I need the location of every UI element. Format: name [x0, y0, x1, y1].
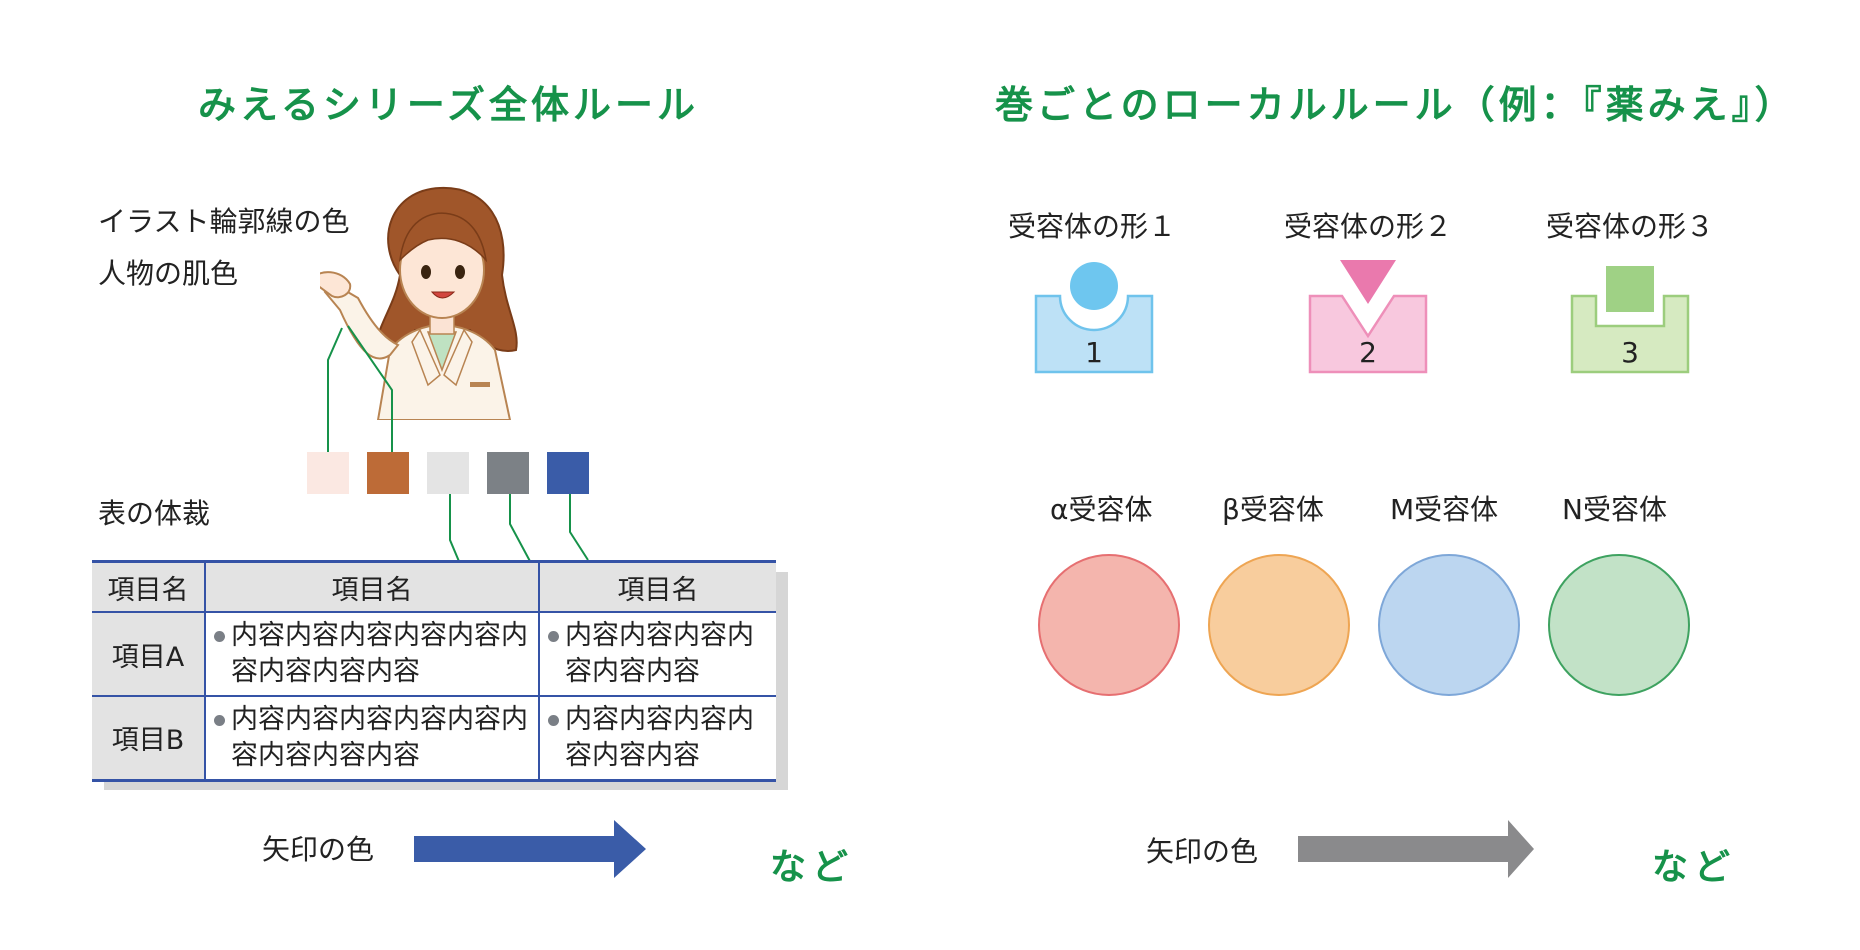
receptor-type-label-beta: β受容体	[1222, 493, 1324, 526]
alpha-receptor-circle	[1038, 554, 1180, 696]
swatch-gray	[487, 452, 529, 494]
receptor-shape-3	[1570, 266, 1690, 374]
receptor-number-3: 3	[1621, 336, 1639, 369]
table-cell: 内容内容内容内容内容内容内容内容内容	[205, 611, 540, 697]
receptor-shape-1	[1034, 262, 1154, 374]
receptor-shape-label-3: 受容体の形３	[1546, 210, 1715, 243]
right-heading: 巻ごとのローカルルール（例：『薬みえ』）	[995, 83, 1797, 127]
receptor-shape-label-1: 受容体の形１	[1008, 210, 1177, 243]
swatch-brown	[367, 452, 409, 494]
table-header: 項目名	[92, 560, 206, 613]
bullet-icon	[548, 714, 559, 726]
cell-text: 内容内容内容内容内容内容	[565, 620, 754, 687]
table-row: 項目A 内容内容内容内容内容内容内容内容内容 内容内容内容内容内容内容	[92, 611, 776, 697]
table-cell: 内容内容内容内容内容内容	[539, 611, 776, 697]
beta-receptor-circle	[1208, 554, 1350, 696]
spec-table: 項目名 項目名 項目名 項目A 内容内容内容内容内容内容内容内容内容 内容内容内…	[92, 560, 776, 782]
bullet-icon	[214, 714, 225, 726]
table-cell: 内容内容内容内容内容内容内容内容内容	[205, 695, 540, 781]
receptor-number-2: 2	[1359, 336, 1377, 369]
row-head: 項目B	[92, 695, 206, 781]
receptor-type-label-n: N受容体	[1562, 493, 1667, 526]
receptor-shape-2	[1308, 260, 1428, 374]
table-header: 項目名	[205, 560, 540, 613]
cell-text: 内容内容内容内容内容内容内容内容内容	[231, 703, 528, 771]
table-header-row: 項目名 項目名 項目名	[92, 560, 776, 613]
receptor-type-label-alpha: α受容体	[1050, 493, 1153, 526]
swatch-blue	[547, 452, 589, 494]
skin-color-label: 人物の肌色	[98, 257, 239, 290]
blue-arrow-icon	[414, 820, 646, 878]
gray-arrow-icon	[1298, 820, 1534, 878]
cell-text: 内容内容内容内容内容内容	[565, 703, 754, 771]
bullet-icon	[548, 631, 559, 642]
bullet-icon	[214, 631, 225, 642]
left-heading: みえるシリーズ全体ルール	[198, 83, 699, 127]
receptor-type-label-m: M受容体	[1390, 493, 1499, 526]
outline-color-label: イラスト輪郭線の色	[98, 205, 350, 238]
table-header: 項目名	[539, 560, 776, 613]
arrow-color-label-right: 矢印の色	[1146, 835, 1259, 868]
receptor-shape-label-2: 受容体の形２	[1284, 210, 1453, 243]
table-row: 項目B 内容内容内容内容内容内容内容内容内容 内容内容内容内容内容内容	[92, 695, 776, 781]
table-style-label: 表の体裁	[98, 497, 211, 530]
nurse-illustration	[320, 186, 518, 420]
cell-text: 内容内容内容内容内容内容内容内容内容	[231, 620, 528, 687]
table-cell: 内容内容内容内容内容内容	[539, 695, 776, 781]
receptor-number-1: 1	[1085, 336, 1103, 369]
etc-label-right: など	[1652, 847, 1737, 888]
n-receptor-circle	[1548, 554, 1690, 696]
swatch-row	[307, 452, 589, 494]
arrow-color-label-left: 矢印の色	[262, 833, 375, 866]
swatch-light-gray	[427, 452, 469, 494]
row-head: 項目A	[92, 611, 206, 697]
etc-label-left: など	[770, 847, 855, 888]
swatch-light-pink	[307, 452, 349, 494]
m-receptor-circle	[1378, 554, 1520, 696]
